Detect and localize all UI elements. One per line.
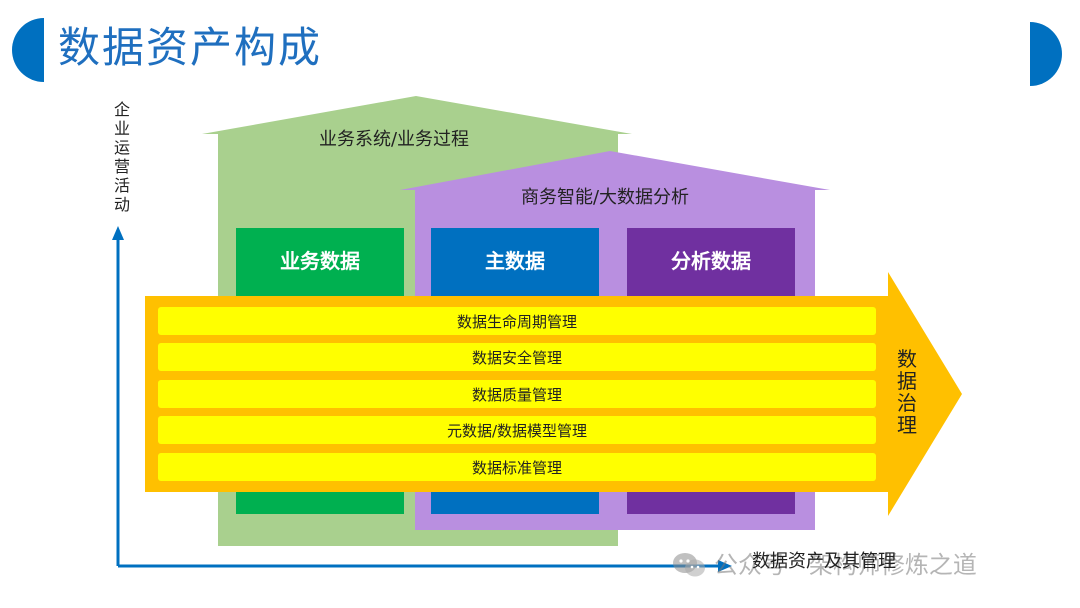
watermark-text: 公众号 · 架构师修炼之道 bbox=[714, 551, 977, 579]
governance-row-bar bbox=[158, 453, 876, 481]
governance-row-label: 数据安全管理 bbox=[472, 349, 562, 367]
column-analysis-data-label: 分析数据 bbox=[671, 249, 751, 273]
governance-label-text: 数据治理 bbox=[897, 347, 917, 437]
governance-row-bar bbox=[158, 416, 876, 444]
governance-row-label: 数据标准管理 bbox=[472, 459, 562, 477]
title-left-tab bbox=[12, 18, 44, 82]
watermark: 公众号 · 架构师修炼之道 bbox=[672, 548, 977, 582]
page-title: 数据资产构成 bbox=[58, 23, 323, 72]
column-business-data-label: 业务数据 bbox=[280, 249, 360, 273]
wechat-icon bbox=[673, 553, 705, 577]
governance-row-bar bbox=[158, 307, 876, 335]
governance-row-bar bbox=[158, 343, 876, 371]
governance-label: 数据治理 bbox=[897, 347, 917, 437]
x-axis-label: 数据资产及其管理 bbox=[752, 551, 896, 572]
y-axis-label: 企业运营活动 bbox=[113, 100, 130, 214]
inner-house-label: 商务智能/大数据分析 bbox=[521, 187, 689, 208]
title-right-tab bbox=[1030, 22, 1062, 86]
governance-row-label: 元数据/数据模型管理 bbox=[447, 422, 587, 440]
column-master-data-label: 主数据 bbox=[485, 249, 545, 273]
y-axis-arrowhead bbox=[112, 226, 124, 240]
governance-row-bar bbox=[158, 380, 876, 408]
governance-row-label: 数据生命周期管理 bbox=[457, 313, 577, 331]
governance-row-label: 数据质量管理 bbox=[472, 386, 562, 404]
outer-house-label: 业务系统/业务过程 bbox=[319, 129, 469, 150]
x-axis-arrowhead bbox=[718, 560, 732, 572]
